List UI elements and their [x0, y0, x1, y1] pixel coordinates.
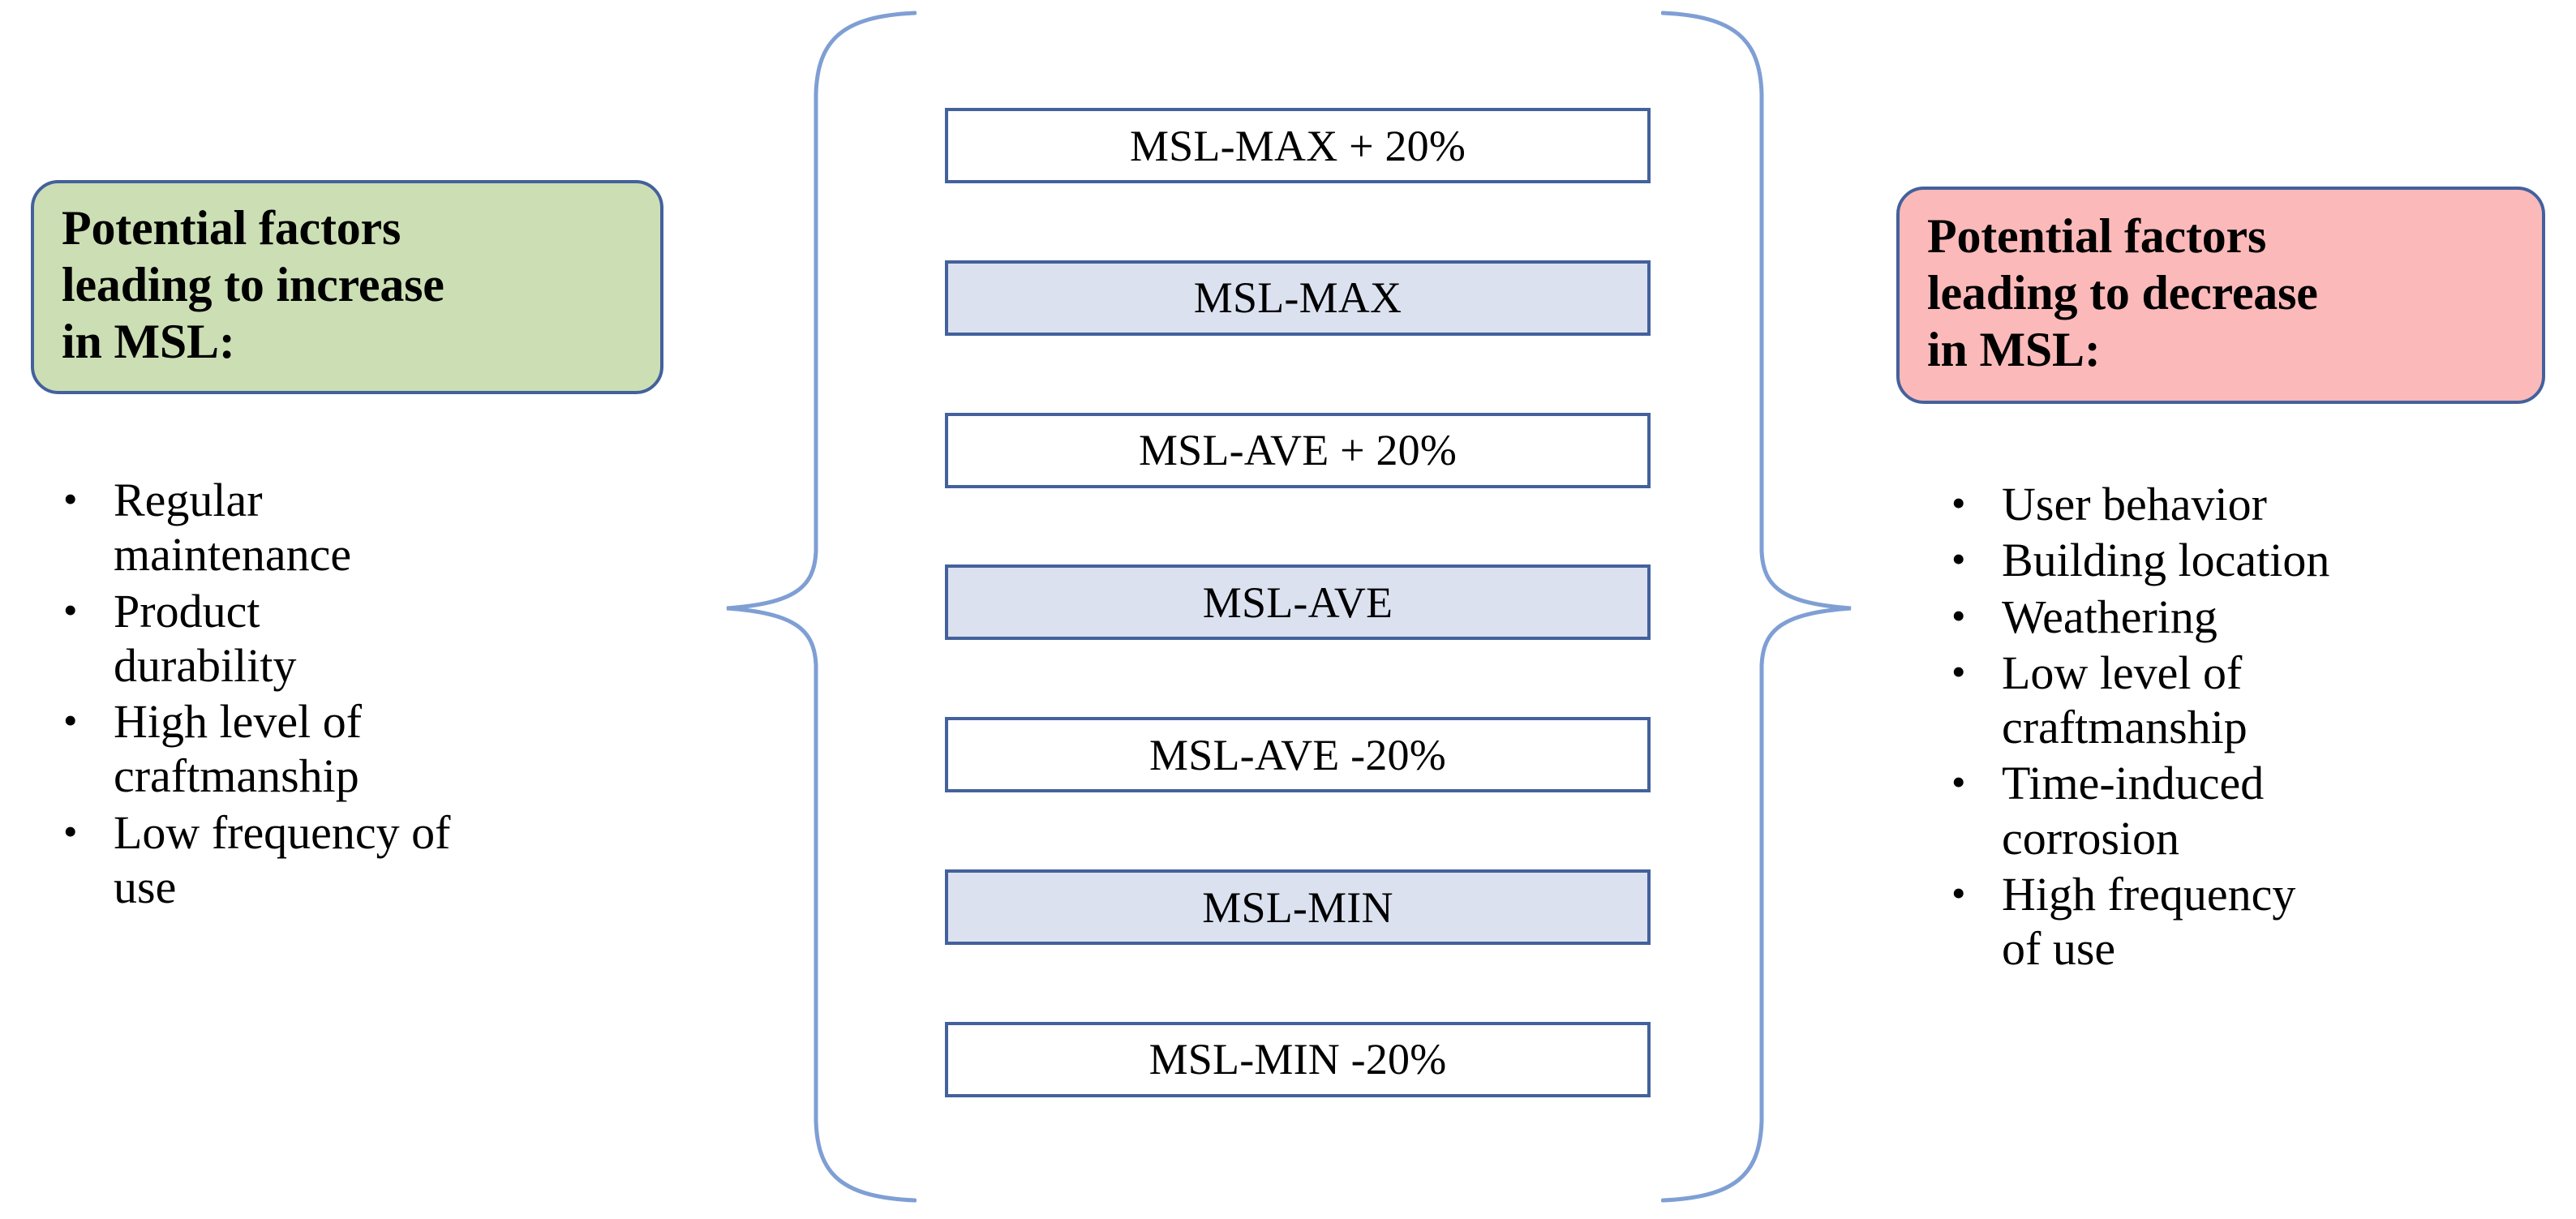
- list-item-label: Regular maintenance: [114, 474, 352, 582]
- list-item: • Weathering: [1945, 590, 2545, 644]
- scenario-box-msl-max-plus-20: MSL-MAX + 20%: [945, 108, 1651, 183]
- list-item-label: High level of craftmanship: [114, 695, 363, 803]
- scenario-label: MSL-MIN -20%: [1148, 1035, 1447, 1084]
- scenario-box-msl-ave: MSL-AVE: [945, 564, 1651, 641]
- scenario-label: MSL-AVE + 20%: [1138, 426, 1458, 475]
- scenario-label: MSL-MAX + 20%: [1129, 121, 1466, 170]
- bullet-icon: •: [63, 586, 78, 633]
- list-item-label: High frequency of use: [2002, 867, 2296, 976]
- bullet-icon: •: [63, 697, 78, 744]
- list-item: • Building location: [1945, 533, 2545, 587]
- list-item: • High frequency of use: [1945, 867, 2545, 976]
- bullet-icon: •: [1951, 869, 1966, 916]
- decrease-factors-heading: Potential factors leading to decrease in…: [1927, 208, 2318, 377]
- left-curly-brace-icon: [726, 11, 917, 1203]
- list-item-label: Low level of craftmanship: [2002, 646, 2248, 754]
- scenario-box-msl-min-minus-20: MSL-MIN -20%: [945, 1021, 1651, 1097]
- bullet-icon: •: [1951, 592, 1966, 638]
- list-item-label: User behavior: [2002, 478, 2267, 530]
- decrease-factors-list: • User behavior • Building location • We…: [1945, 477, 2545, 977]
- scenario-box-msl-min: MSL-MIN: [945, 869, 1651, 946]
- list-item: • User behavior: [1945, 477, 2545, 531]
- decrease-factors-callout: Potential factors leading to decrease in…: [1896, 187, 2545, 404]
- list-item-label: Low frequency of use: [114, 805, 451, 913]
- bullet-icon: •: [63, 476, 78, 522]
- scenario-box-msl-ave-plus-20: MSL-AVE + 20%: [945, 412, 1651, 488]
- bullet-icon: •: [63, 808, 78, 854]
- list-item-label: Weathering: [2002, 590, 2218, 643]
- list-item: • High level of craftmanship: [57, 694, 625, 804]
- bullet-icon: •: [1951, 759, 1966, 805]
- scenario-box-msl-max: MSL-MAX: [945, 260, 1651, 336]
- scenario-box-stack: MSL-MAX + 20% MSL-MAX MSL-AVE + 20% MSL-…: [945, 108, 1651, 1097]
- list-item: • Low level of craftmanship: [1945, 646, 2545, 755]
- scenario-label: MSL-MAX: [1193, 273, 1402, 323]
- scenario-label: MSL-AVE: [1202, 577, 1393, 627]
- list-item-label: Product durability: [114, 584, 297, 692]
- increase-factors-callout: Potential factors leading to increase in…: [31, 180, 663, 394]
- increase-factors-list: • Regular maintenance • Product durabili…: [57, 473, 625, 916]
- scenario-box-msl-ave-minus-20: MSL-AVE -20%: [945, 717, 1651, 793]
- scenario-label: MSL-MIN: [1202, 882, 1393, 932]
- scenario-label: MSL-AVE -20%: [1149, 730, 1446, 779]
- list-item: • Product durability: [57, 584, 625, 693]
- list-item: • Time-induced corrosion: [1945, 756, 2545, 865]
- list-item-label: Building location: [2002, 534, 2330, 587]
- increase-factors-heading: Potential factors leading to increase in…: [62, 200, 444, 369]
- bullet-icon: •: [1951, 536, 1966, 582]
- bullet-icon: •: [1951, 648, 1966, 694]
- list-item: • Low frequency of use: [57, 805, 625, 915]
- bullet-icon: •: [1951, 480, 1966, 526]
- right-curly-brace-icon: [1661, 11, 1852, 1203]
- list-item-label: Time-induced corrosion: [2002, 757, 2265, 865]
- list-item: • Regular maintenance: [57, 473, 625, 582]
